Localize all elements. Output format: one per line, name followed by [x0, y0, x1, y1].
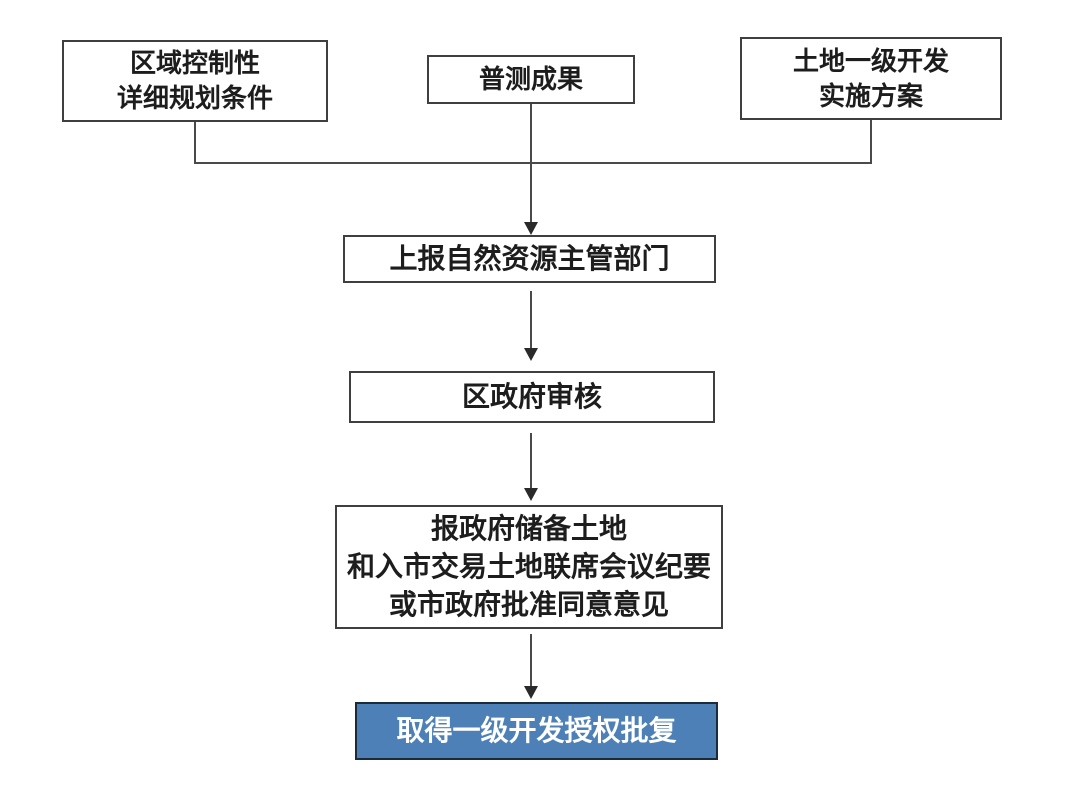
- connector-line: [530, 104, 532, 222]
- arrow-down-icon: [524, 686, 538, 699]
- node-line: 和入市交易土地联席会议纪要: [346, 551, 711, 582]
- node-joint-meeting-minutes-or-municipal-approval: 报政府储备土地 和入市交易土地联席会议纪要 或市政府批准同意意见: [335, 505, 723, 629]
- node-land-development-implementation-plan: 土地一级开发 实施方案: [740, 37, 1002, 120]
- connector-line: [530, 291, 532, 348]
- node-line: 区政府审核: [461, 381, 602, 412]
- node-line: 普测成果: [478, 64, 583, 94]
- connector-line: [530, 433, 532, 488]
- node-survey-results: 普测成果: [427, 55, 635, 104]
- node-line: 土地一级开发: [792, 45, 949, 76]
- node-line: 区域控制性: [129, 48, 260, 78]
- connector-line: [870, 120, 872, 164]
- node-line: 或市政府批准同意意见: [388, 589, 669, 620]
- node-line: 实施方案: [818, 80, 923, 111]
- node-line: 报政府储备土地: [430, 513, 627, 544]
- node-line: 详细规划条件: [116, 83, 273, 113]
- connector-line: [194, 162, 872, 164]
- connector-line: [194, 122, 196, 164]
- node-line: 上报自然资源主管部门: [389, 243, 670, 274]
- node-report-natural-resources-authority: 上报自然资源主管部门: [343, 235, 716, 283]
- connector-line: [530, 634, 532, 686]
- arrow-down-icon: [524, 222, 538, 235]
- node-line: 取得一级开发授权批复: [396, 715, 677, 746]
- arrow-down-icon: [524, 348, 538, 361]
- node-obtain-development-authorization-approval: 取得一级开发授权批复: [355, 702, 718, 760]
- node-regional-detailed-planning: 区域控制性 详细规划条件: [62, 40, 328, 122]
- node-district-government-review: 区政府审核: [349, 371, 715, 423]
- arrow-down-icon: [524, 488, 538, 501]
